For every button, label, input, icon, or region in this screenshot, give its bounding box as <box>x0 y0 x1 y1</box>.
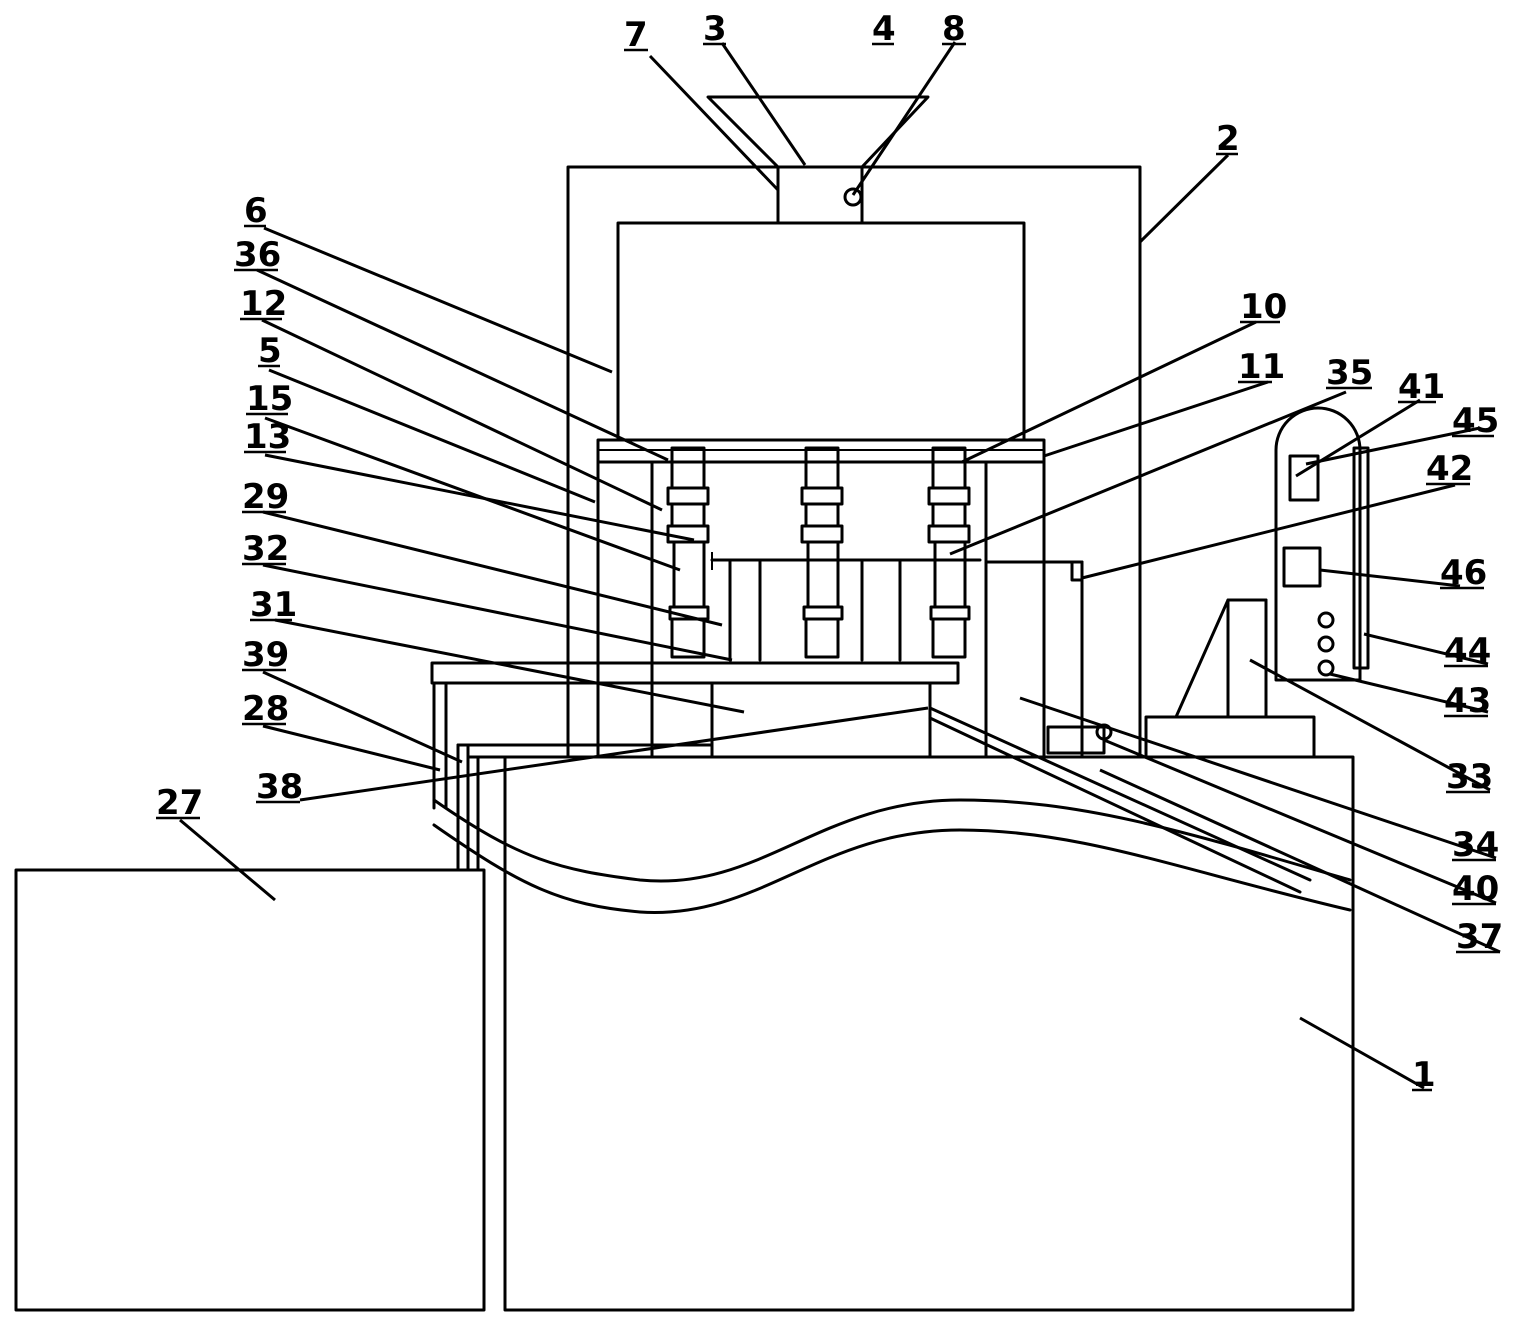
label-35: 35 <box>1326 353 1373 393</box>
motor-platform <box>1144 715 1316 759</box>
feed-pipe <box>776 165 864 225</box>
leader-lines <box>179 41 1501 1090</box>
label-3: 3 <box>703 9 727 49</box>
base-box <box>503 755 1355 1312</box>
drain-pipes <box>432 681 480 872</box>
diagonal-pipe-a <box>928 706 1312 882</box>
label-12: 12 <box>240 284 287 324</box>
switch-45 <box>1288 454 1320 502</box>
cylinder-left <box>666 446 710 659</box>
label-29: 29 <box>242 477 289 517</box>
indicator-1 <box>1317 611 1335 629</box>
right-post <box>984 460 1046 759</box>
label-37: 37 <box>1456 917 1503 957</box>
label-39: 39 <box>242 635 289 675</box>
label-15: 15 <box>246 379 293 419</box>
label-28: 28 <box>242 689 289 729</box>
water-tank <box>984 560 1084 759</box>
motor-bracket <box>1174 598 1268 719</box>
table-support <box>710 681 932 759</box>
label-11: 11 <box>1238 347 1285 387</box>
label-42: 42 <box>1426 449 1473 489</box>
break-wave-bottom <box>432 823 1352 914</box>
label-43: 43 <box>1444 681 1491 721</box>
label-27: 27 <box>156 783 203 823</box>
control-cabinet <box>1274 406 1362 682</box>
label-10: 10 <box>1240 287 1287 327</box>
label-34: 34 <box>1452 825 1499 865</box>
cylinder-right <box>927 446 971 659</box>
label-38: 38 <box>256 767 303 807</box>
feed-valve <box>843 187 863 207</box>
label-5: 5 <box>258 331 282 371</box>
cylinder-middle <box>800 446 844 659</box>
table-plate <box>430 661 960 685</box>
left-post <box>596 460 654 759</box>
label-41: 41 <box>1398 367 1445 407</box>
label-31: 31 <box>250 585 297 625</box>
mould-cups <box>710 558 982 662</box>
label-46: 46 <box>1440 553 1487 593</box>
label-underlines <box>156 42 1500 1092</box>
label-40: 40 <box>1452 869 1499 909</box>
label-6: 6 <box>244 191 268 231</box>
label-44: 44 <box>1444 631 1491 671</box>
label-36: 36 <box>234 235 281 275</box>
label-32: 32 <box>242 529 289 569</box>
label-13: 13 <box>244 417 291 457</box>
left-tank <box>14 868 486 1312</box>
indicator-2 <box>1317 635 1335 653</box>
inner-chamber <box>616 221 1026 442</box>
label-4: 4 <box>872 9 896 49</box>
label-45: 45 <box>1452 401 1499 441</box>
part-labels: 7 3 4 8 2 6 36 12 5 15 13 29 32 31 39 28… <box>156 9 1503 1095</box>
label-33: 33 <box>1446 757 1493 797</box>
switch-46 <box>1282 546 1322 588</box>
motor-column <box>1226 598 1268 719</box>
tank-pipe <box>1070 560 1084 582</box>
indicator-3 <box>1317 659 1335 677</box>
label-7: 7 <box>624 15 648 55</box>
control-slot <box>1352 446 1370 670</box>
label-1: 1 <box>1412 1055 1436 1095</box>
machine-body <box>14 95 1370 1312</box>
diagonal-pipe-b <box>928 716 1302 894</box>
label-2: 2 <box>1216 119 1240 159</box>
label-8: 8 <box>942 9 966 49</box>
break-wave-top <box>432 798 1352 883</box>
